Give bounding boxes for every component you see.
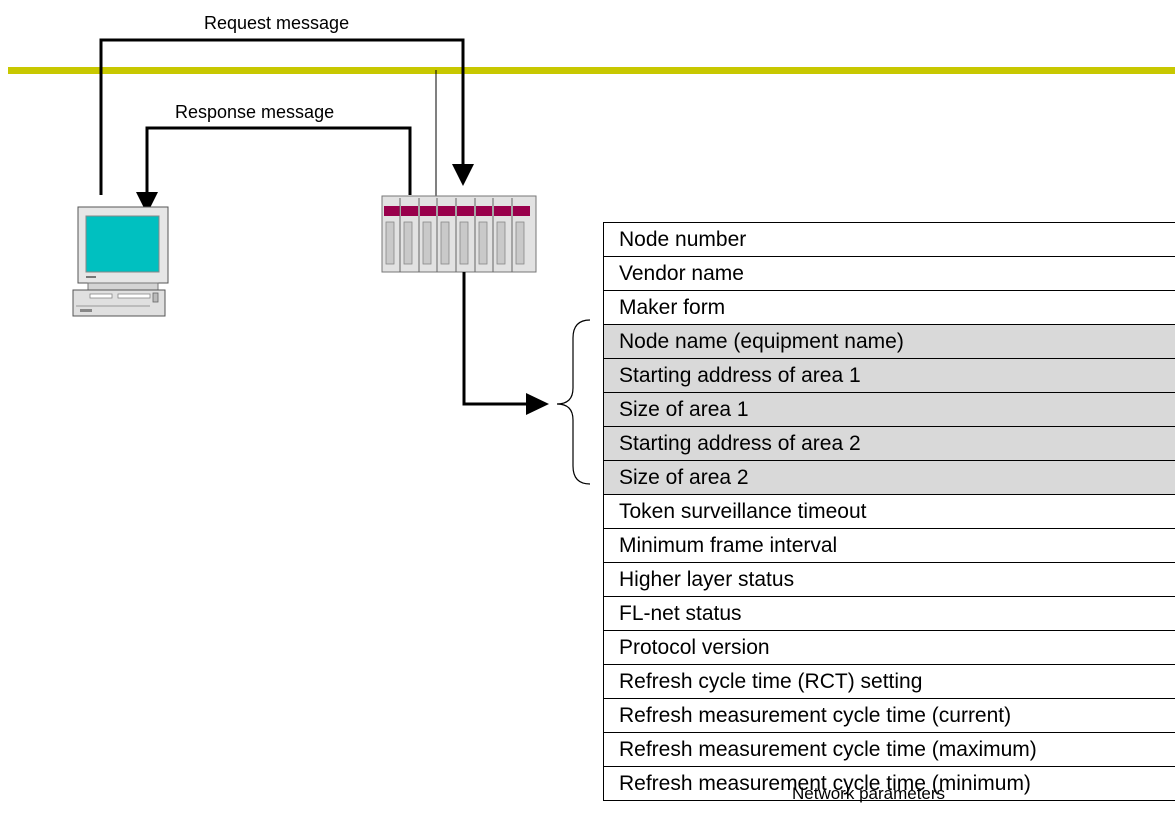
parameter-row: Refresh cycle time (RCT) setting (603, 664, 1175, 699)
parameter-row: Vendor name (603, 256, 1175, 291)
highlight-group-brace (556, 319, 591, 485)
network-bus-line (8, 67, 1175, 74)
parameter-label: Starting address of area 2 (603, 426, 1175, 461)
parameter-row: Minimum frame interval (603, 528, 1175, 563)
parameter-row: Size of area 2 (603, 460, 1175, 495)
plc-to-parameters-arrow (462, 272, 530, 406)
parameter-label: Size of area 2 (603, 460, 1175, 495)
parameter-label: Token surveillance timeout (603, 494, 1175, 529)
parameter-row: FL-net status (603, 596, 1175, 631)
parameter-row: Node number (603, 222, 1175, 257)
parameter-row: Refresh measurement cycle time (current) (603, 698, 1175, 733)
table-caption: Network parameters (792, 784, 946, 803)
parameter-row: Higher layer status (603, 562, 1175, 597)
parameter-label: Refresh measurement cycle time (minimum) (603, 766, 1175, 801)
parameter-label: Refresh measurement cycle time (current) (603, 698, 1175, 733)
response-message-label: Response message (175, 102, 335, 122)
parameter-row: Refresh measurement cycle time (minimum) (603, 766, 1175, 801)
request-arrowhead (452, 164, 474, 186)
desktop-computer-icon (72, 206, 169, 317)
parameter-row: Starting address of area 1 (603, 358, 1175, 393)
parameter-row: Size of area 1 (603, 392, 1175, 427)
parameter-label: Refresh cycle time (RCT) setting (603, 664, 1175, 699)
parameter-label: Higher layer status (603, 562, 1175, 597)
parameter-label: Node name (equipment name) (603, 324, 1175, 359)
request-message-arrow (99, 38, 465, 195)
request-message-label: Request message (204, 13, 350, 33)
parameter-label: Protocol version (603, 630, 1175, 665)
parameter-label: Vendor name (603, 256, 1175, 291)
parameter-row: Maker form (603, 290, 1175, 325)
response-message-arrow (145, 126, 412, 196)
parameter-row: Starting address of area 2 (603, 426, 1175, 461)
plc-rack-icon (381, 195, 537, 273)
parameter-row: Node name (equipment name) (603, 324, 1175, 359)
parameter-row: Token surveillance timeout (603, 494, 1175, 529)
parameter-label: Node number (603, 222, 1175, 257)
parameter-label: Size of area 1 (603, 392, 1175, 427)
parameters-arrowhead (526, 393, 549, 415)
parameter-label: Minimum frame interval (603, 528, 1175, 563)
parameter-label: Maker form (603, 290, 1175, 325)
parameter-label: Starting address of area 1 (603, 358, 1175, 393)
parameter-row: Protocol version (603, 630, 1175, 665)
parameter-label: Refresh measurement cycle time (maximum) (603, 732, 1175, 767)
parameter-label: FL-net status (603, 596, 1175, 631)
parameter-row: Refresh measurement cycle time (maximum) (603, 732, 1175, 767)
response-arrowhead (136, 192, 158, 214)
